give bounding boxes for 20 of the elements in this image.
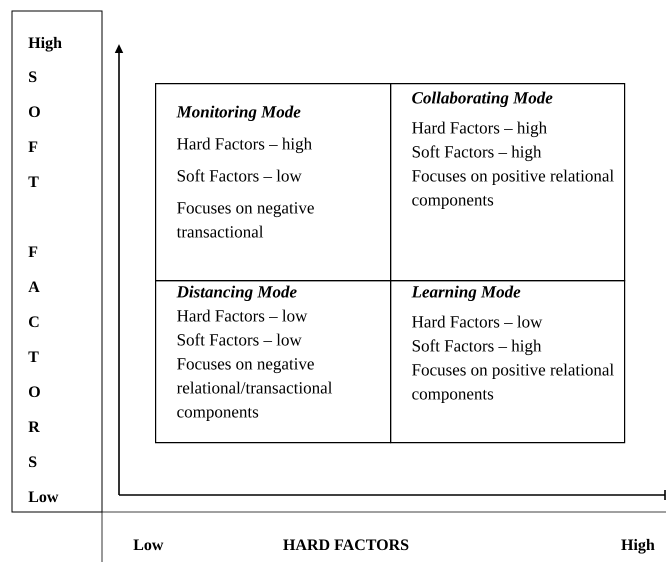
quadrant-box: Collaborating Mode Hard Factors – high Soft Factors – high Focuses on positive relational components bbox=[390, 83, 626, 282]
axis-label: S bbox=[29, 456, 36, 468]
axis-label: C bbox=[28, 316, 39, 328]
quadrant-box: Learning Mode Hard Factors – low Soft Factors – high Focuses on positive relational components bbox=[390, 280, 626, 444]
axis-label: High bbox=[28, 36, 62, 52]
axis-label: O bbox=[28, 386, 40, 398]
axis-label: A bbox=[28, 281, 40, 292]
axis-label: HARD FACTORS bbox=[283, 539, 408, 550]
quadrant-box: Distancing Mode Hard Factors – low Soft Factors – low Focuses on negative relational/transactional components bbox=[155, 280, 392, 444]
axis-label: T bbox=[28, 176, 39, 187]
axis-label: Low bbox=[28, 492, 58, 502]
quadrant-box: Monitoring Mode Hard Factors – high Soft Factors – low Focuses on negative transactional bbox=[155, 83, 392, 282]
axis-label: R bbox=[28, 422, 40, 432]
axis-label: F bbox=[28, 142, 38, 152]
axis-label: O bbox=[28, 106, 40, 118]
axis-label: Low bbox=[133, 540, 164, 550]
axis-label: S bbox=[29, 71, 36, 82]
axis-label: High bbox=[621, 538, 655, 554]
axis-label: T bbox=[28, 352, 39, 362]
axis-label: F bbox=[28, 246, 38, 257]
